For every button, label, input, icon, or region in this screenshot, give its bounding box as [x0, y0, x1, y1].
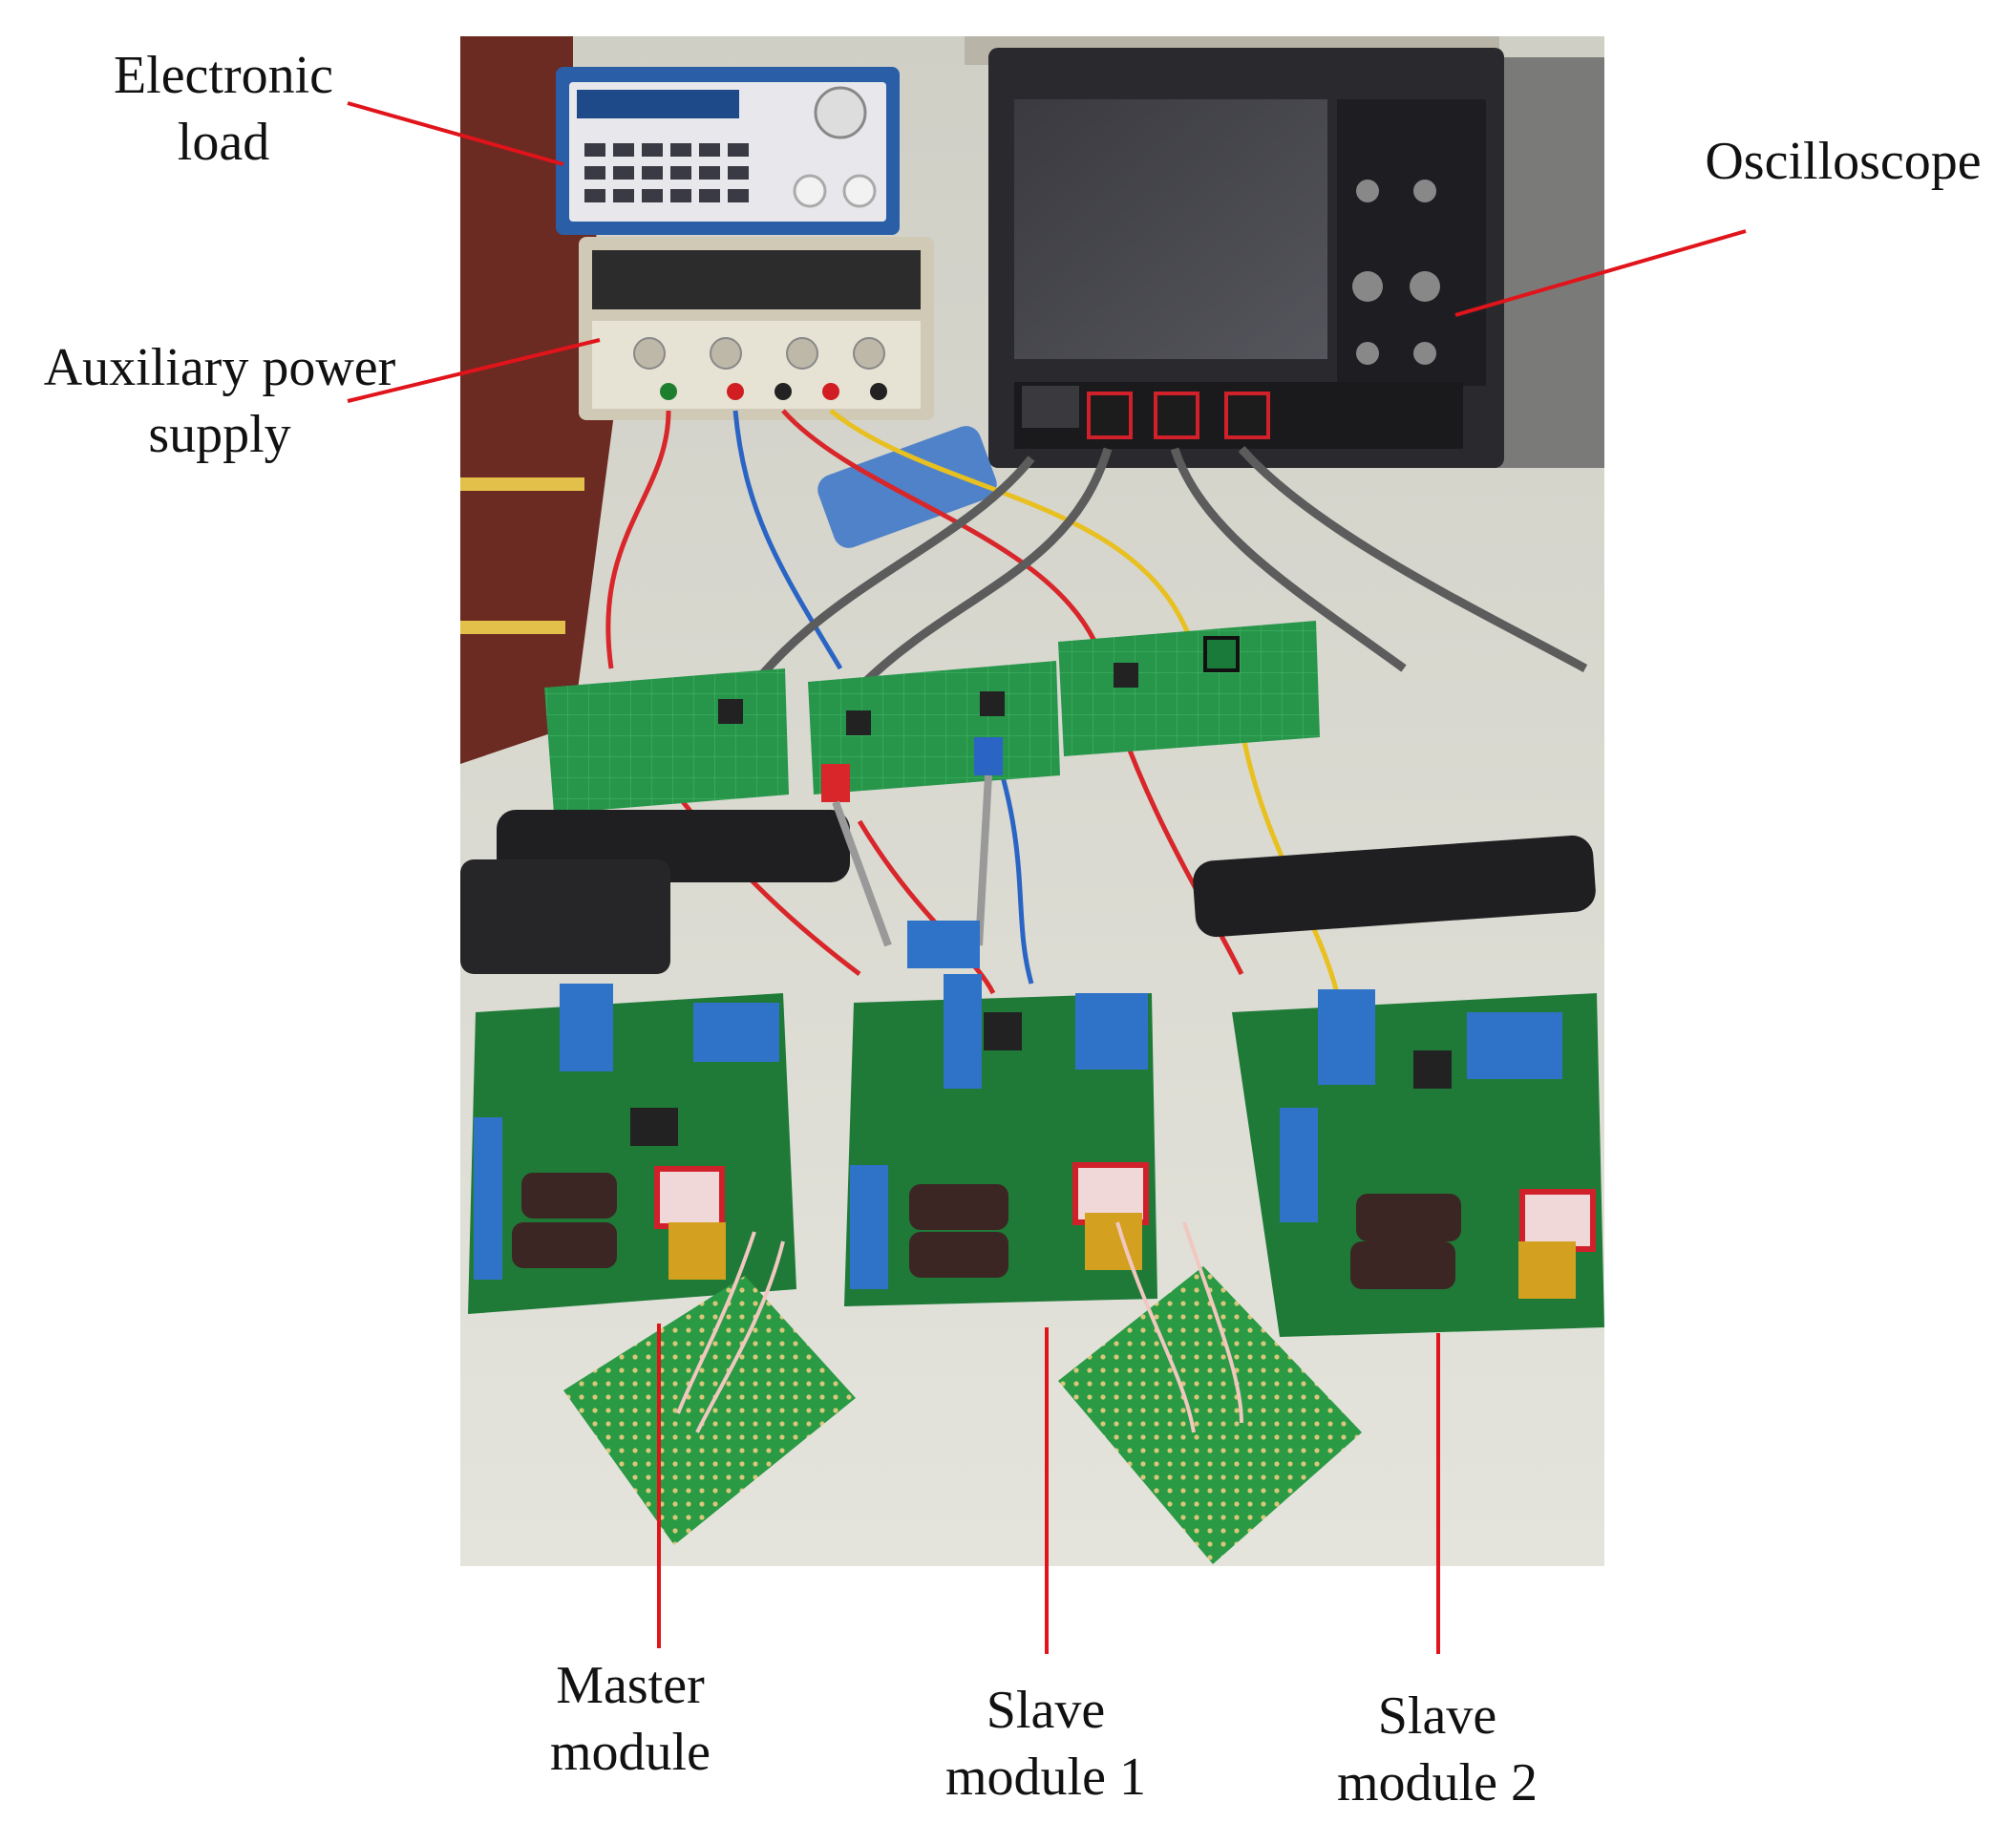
- annotation-arrows: [347, 101, 1747, 1654]
- floor-stripe: [460, 477, 584, 491]
- label-slave-module-1-line2: module 1: [945, 1748, 1146, 1807]
- label-master-module: Master module: [506, 1652, 754, 1786]
- power-module-master: [468, 984, 796, 1314]
- label-master-module-line1: Master: [556, 1656, 705, 1715]
- floor-stripe: [460, 621, 565, 634]
- arrow-electronic-load: [347, 101, 564, 166]
- label-auxiliary-power-supply-line1: Auxiliary power: [43, 338, 396, 397]
- label-slave-module-2-line1: Slave: [1377, 1686, 1497, 1746]
- control-boards: [544, 621, 1320, 814]
- voltage-probe: [817, 426, 997, 548]
- label-master-module-line2: module: [550, 1723, 711, 1782]
- label-oscilloscope: Oscilloscope: [1681, 128, 2005, 195]
- label-electronic-load: Electronic load: [90, 42, 357, 176]
- wires: [605, 409, 1588, 995]
- label-slave-module-2: Slave module 2: [1299, 1683, 1576, 1816]
- arrow-oscilloscope: [1454, 229, 1747, 317]
- power-module-slave-1: [844, 921, 1157, 1306]
- label-slave-module-2-line2: module 2: [1337, 1753, 1538, 1812]
- current-probes: [460, 810, 1596, 974]
- probe-tips: [821, 737, 1003, 947]
- label-oscilloscope-line1: Oscilloscope: [1705, 132, 1982, 191]
- label-electronic-load-line1: Electronic: [113, 46, 334, 105]
- perf-board-wires: [676, 1221, 1243, 1433]
- label-slave-module-1: Slave module 1: [907, 1677, 1184, 1811]
- label-auxiliary-power-supply-line2: supply: [148, 405, 291, 464]
- electronic-load-device: [556, 67, 900, 235]
- power-module-slave-2: [1232, 989, 1604, 1337]
- label-auxiliary-power-supply: Auxiliary power supply: [19, 334, 420, 468]
- label-slave-module-1-line1: Slave: [986, 1681, 1106, 1740]
- auxiliary-power-supply-device: [579, 237, 934, 420]
- perf-board-right: [1058, 1266, 1362, 1564]
- arrow-auxiliary-power-supply: [347, 338, 601, 403]
- label-electronic-load-line2: load: [177, 113, 270, 172]
- oscilloscope-device: [988, 48, 1504, 468]
